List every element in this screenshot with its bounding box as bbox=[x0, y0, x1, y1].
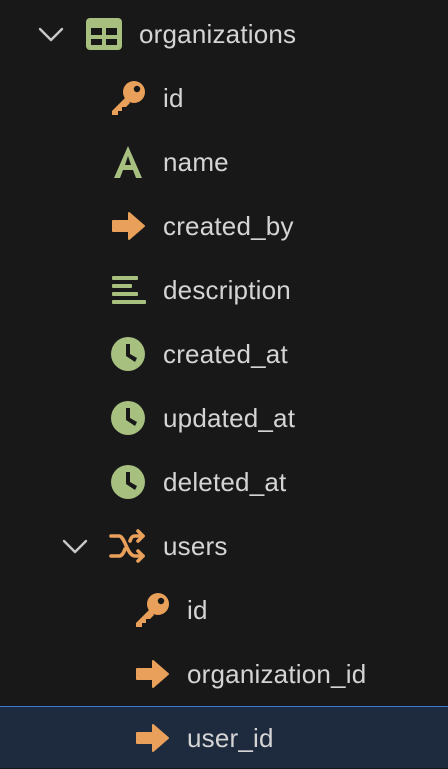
arrow-right-icon bbox=[109, 208, 147, 244]
column-item-description[interactable]: description bbox=[0, 258, 448, 322]
column-label: description bbox=[163, 275, 291, 305]
key-icon bbox=[109, 80, 147, 116]
relation-shuffle-icon bbox=[109, 528, 147, 564]
column-label: updated_at bbox=[163, 403, 296, 433]
column-label: name bbox=[163, 147, 229, 177]
tree-item-users[interactable]: users bbox=[0, 514, 448, 578]
column-label: deleted_at bbox=[163, 467, 287, 497]
column-item-organization-id[interactable]: organization_id bbox=[0, 642, 448, 706]
tree-item-organizations[interactable]: organizations bbox=[0, 2, 448, 66]
text-type-icon bbox=[109, 144, 147, 180]
chevron-down-icon[interactable] bbox=[61, 532, 89, 560]
arrow-right-icon bbox=[133, 656, 171, 692]
column-item-created-by[interactable]: created_by bbox=[0, 194, 448, 258]
column-label: id bbox=[187, 595, 208, 625]
column-label: created_at bbox=[163, 339, 288, 369]
clock-icon bbox=[109, 464, 147, 500]
table-icon bbox=[85, 16, 123, 52]
column-item-user-id[interactable]: user_id bbox=[0, 706, 448, 768]
column-item-created-at[interactable]: created_at bbox=[0, 322, 448, 386]
text-lines-icon bbox=[109, 272, 147, 308]
column-label: user_id bbox=[187, 723, 274, 753]
column-item-name[interactable]: name bbox=[0, 130, 448, 194]
key-icon bbox=[133, 592, 171, 628]
clock-icon bbox=[109, 336, 147, 372]
tree-item-label: organizations bbox=[139, 19, 297, 49]
column-label: organization_id bbox=[187, 659, 367, 689]
clock-icon bbox=[109, 400, 147, 436]
column-item-updated-at[interactable]: updated_at bbox=[0, 386, 448, 450]
column-item-deleted-at[interactable]: deleted_at bbox=[0, 450, 448, 514]
tree-item-label: users bbox=[163, 531, 228, 561]
column-item-id[interactable]: id bbox=[0, 578, 448, 642]
arrow-right-icon bbox=[133, 720, 171, 756]
column-item-id[interactable]: id bbox=[0, 66, 448, 130]
column-label: created_by bbox=[163, 211, 294, 241]
column-label: id bbox=[163, 83, 184, 113]
chevron-down-icon[interactable] bbox=[37, 20, 65, 48]
